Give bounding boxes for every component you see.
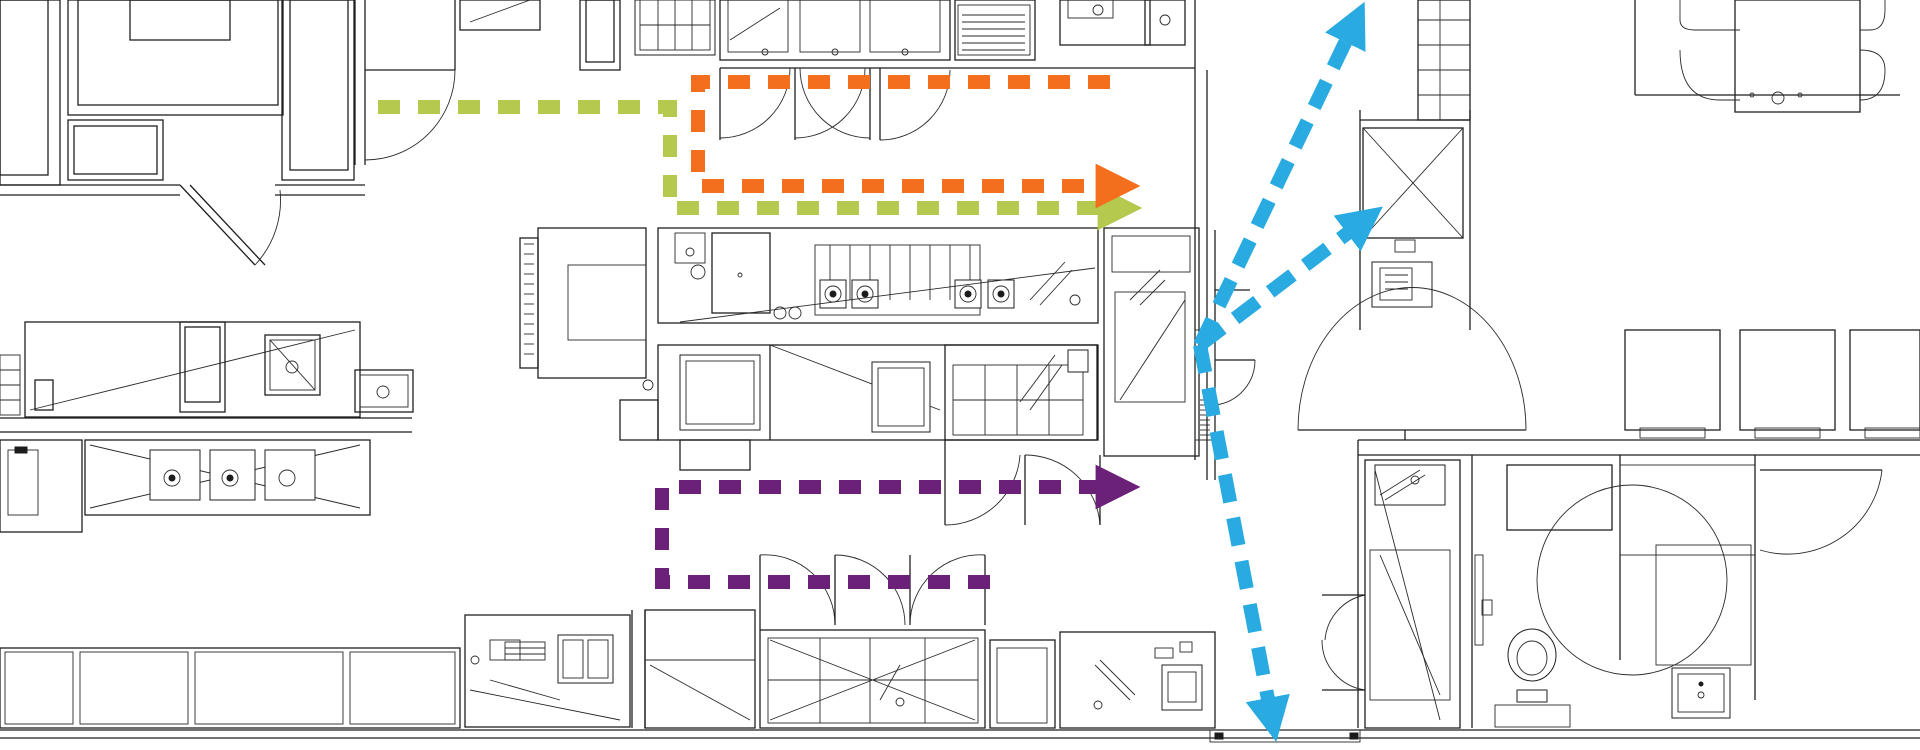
left-sink-counter: [0, 439, 371, 533]
washroom-right: [1321, 440, 1883, 729]
flow-path-olive: [378, 100, 1143, 231]
bottom-storage-row: [0, 609, 1216, 729]
door-swings-bottom: [759, 554, 986, 630]
washbasin: [1671, 667, 1731, 719]
door-swings-top: [719, 67, 951, 141]
toilet: [1494, 628, 1571, 728]
left-prep-counter: [0, 321, 414, 433]
booth-seating-top-left: [0, 0, 365, 266]
floor-grate: [957, 4, 1031, 56]
top-equipment-row: [354, 0, 1196, 165]
dining-table-top-right: [1634, 0, 1900, 113]
burner-knob-group: [819, 279, 1015, 309]
flow-path-blue-up: [1193, 1, 1366, 349]
vent-grille: [524, 243, 534, 355]
cooking-line-island: [519, 227, 1200, 471]
flow-path-blue-right: [1195, 206, 1383, 351]
entrance-door-bottom: [1209, 729, 1361, 743]
flow-path-orange: [691, 75, 1141, 209]
partition-wall-center: [1194, 70, 1256, 480]
flow-path-blue-down: [1193, 343, 1290, 742]
walk-in-cold-room: [1359, 0, 1471, 330]
dining-chairs-right: [1297, 287, 1920, 456]
flow-path-purple: [655, 464, 1141, 589]
